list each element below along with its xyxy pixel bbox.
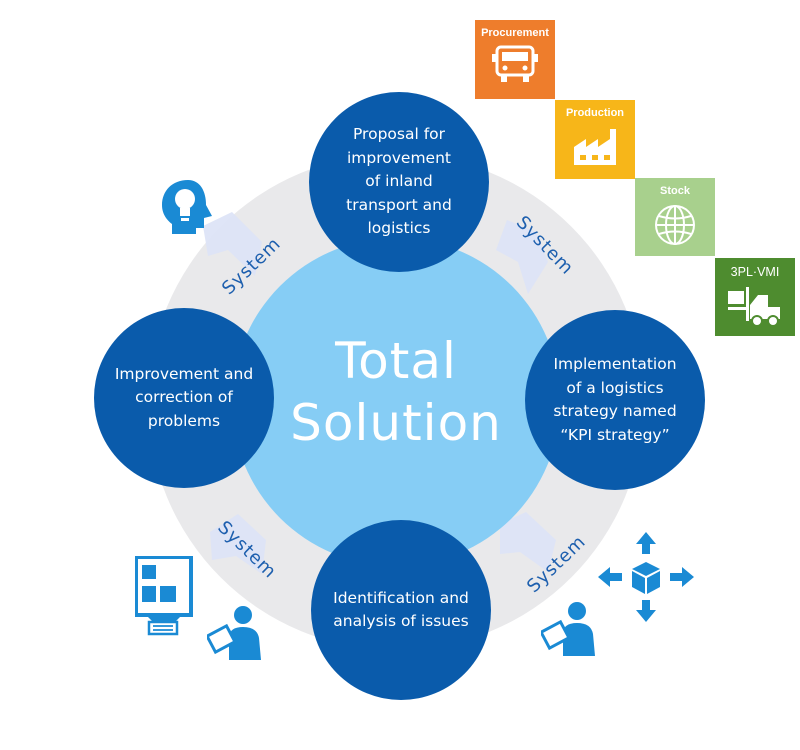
node-identification: Identification and analysis of issues [311,520,491,700]
center-title: Total Solution [232,330,560,454]
node-improvement: Improvement and correction of problems [94,308,274,488]
forklift-icon [728,287,780,327]
tpl-vmi-tile: 3PL·VMI [715,258,795,336]
package-arrows-icon [598,532,694,622]
globe-icon [655,205,695,245]
center-circle [232,238,560,566]
procurement-label: Procurement [481,27,549,39]
node-proposal-label: Proposal for improvement of inland trans… [346,125,452,238]
node-proposal: Proposal for improvement of inland trans… [309,92,489,272]
stock-label: Stock [660,185,690,197]
center-title-line2: Solution [290,394,502,452]
person-laptop-icon-right [541,602,595,656]
person-laptop-icon [207,606,261,660]
truck-icon [492,45,538,82]
stock-tile: Stock [635,178,715,256]
production-tile: Production [555,100,635,179]
idea-head-icon [162,180,212,234]
node-implementation: Implementation of a logistics strategy n… [525,310,705,490]
factory-icon [574,129,616,165]
center-title-line1: Total [335,332,457,390]
production-label: Production [565,107,625,119]
node-identification-label: Identification and analysis of issues [333,588,469,631]
node-improvement-label: Improvement and correction of problems [114,364,254,430]
computer-icon [135,556,193,636]
node-implementation-label: Implementation of a logistics strategy n… [553,355,677,444]
tpl-vmi-label: 3PL·VMI [730,265,780,279]
procurement-tile: Procurement [475,20,555,99]
